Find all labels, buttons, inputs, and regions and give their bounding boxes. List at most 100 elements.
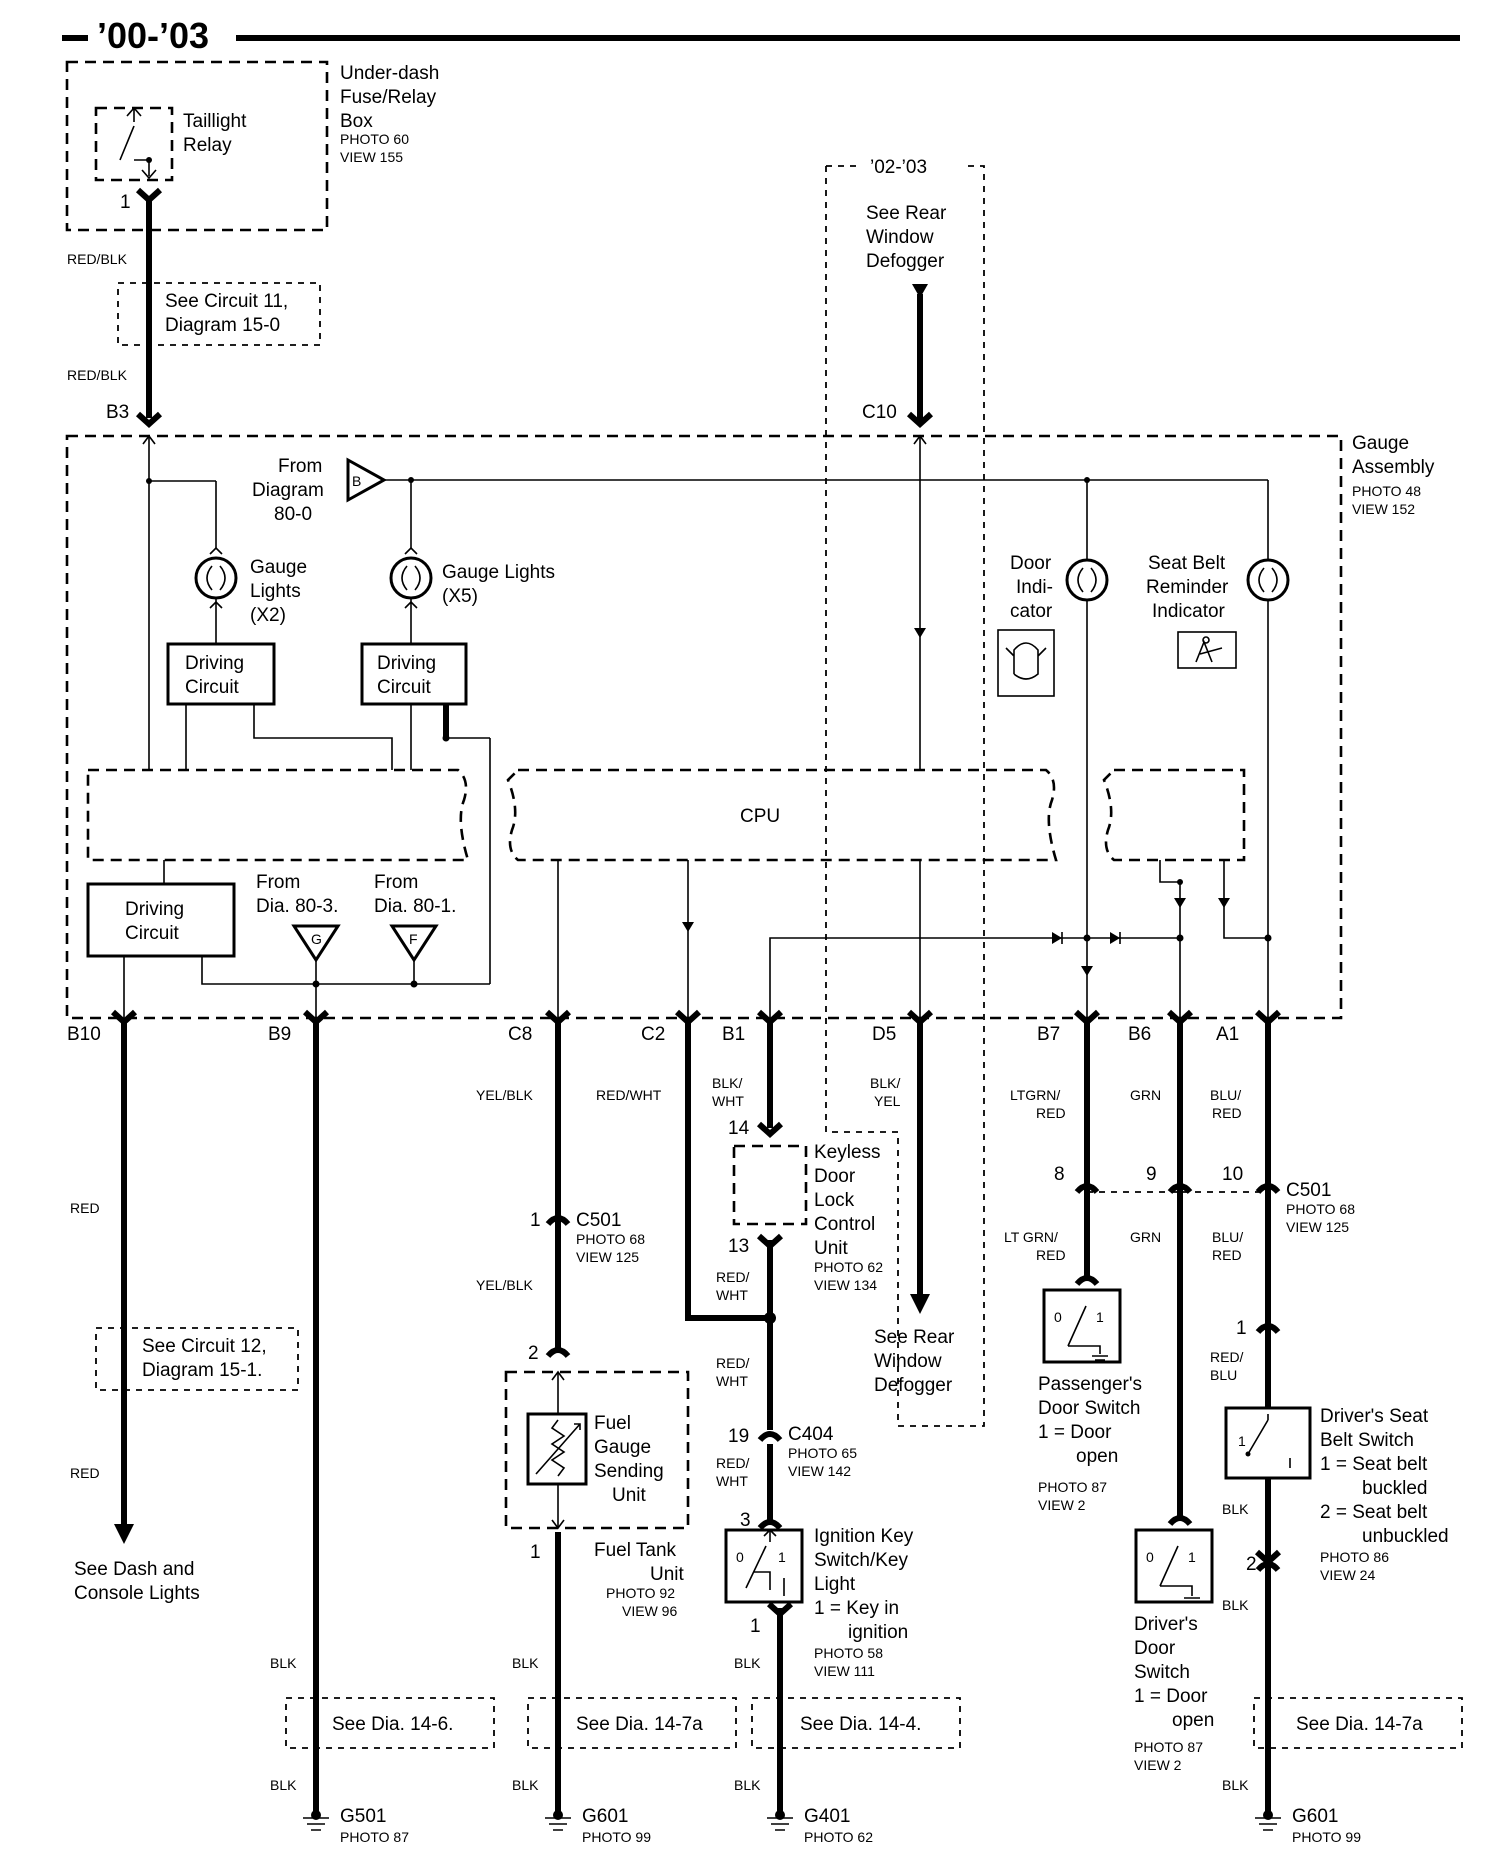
svg-text:See Dia. 14-7a: See Dia. 14-7a xyxy=(576,1714,703,1735)
svg-text:1: 1 xyxy=(1096,1309,1104,1325)
svg-text:1: 1 xyxy=(778,1549,786,1565)
svg-text:F: F xyxy=(409,931,418,947)
svg-text:C501: C501 xyxy=(1286,1180,1331,1201)
svg-text:See Circuit 12,Diagram 15-1.: See Circuit 12,Diagram 15-1. xyxy=(142,1336,267,1381)
svg-text:PHOTO 62: PHOTO 62 xyxy=(804,1829,873,1845)
svg-text:BLK: BLK xyxy=(1222,1777,1249,1793)
svg-text:See Dia. 14-7a: See Dia. 14-7a xyxy=(1296,1714,1423,1735)
svg-text:1: 1 xyxy=(750,1616,761,1637)
svg-text:’02-’03: ’02-’03 xyxy=(870,157,927,178)
svg-text:1: 1 xyxy=(530,1210,541,1231)
svg-text:1: 1 xyxy=(1238,1433,1246,1449)
svg-text:GRN: GRN xyxy=(1130,1087,1161,1103)
svg-text:RED/WHT: RED/WHT xyxy=(716,1455,750,1489)
svg-text:G601: G601 xyxy=(1292,1806,1338,1827)
svg-text:BLK: BLK xyxy=(270,1777,297,1793)
svg-text:G501: G501 xyxy=(340,1806,386,1827)
svg-text:B10: B10 xyxy=(67,1024,101,1045)
svg-text:C404: C404 xyxy=(788,1424,834,1445)
svg-text:2: 2 xyxy=(1246,1554,1257,1575)
svg-text:A1: A1 xyxy=(1216,1024,1239,1045)
svg-text:C10: C10 xyxy=(862,402,897,423)
svg-text:BLU/RED: BLU/RED xyxy=(1210,1087,1242,1121)
svg-text:PHOTO 87: PHOTO 87 xyxy=(340,1829,409,1845)
svg-text:YEL/BLK: YEL/BLK xyxy=(476,1087,533,1103)
svg-text:19: 19 xyxy=(728,1426,749,1447)
svg-text:13: 13 xyxy=(728,1236,749,1257)
wire-b9: BLK See Dia. 14-6. BLK G501 PHOTO 87 xyxy=(270,1022,495,1845)
svg-text:BLK: BLK xyxy=(1222,1501,1249,1517)
svg-text:See Dia. 14-4.: See Dia. 14-4. xyxy=(800,1714,921,1735)
svg-text:1: 1 xyxy=(120,192,131,213)
svg-text:B3: B3 xyxy=(106,402,129,423)
svg-text:RED/BLK: RED/BLK xyxy=(67,367,128,383)
svg-text:PHOTO 99: PHOTO 99 xyxy=(582,1829,651,1845)
diagram-title: ’00-’03 xyxy=(97,15,209,56)
svg-text:B9: B9 xyxy=(268,1024,291,1045)
header: ’00-’03 xyxy=(62,15,1460,56)
svg-text:B: B xyxy=(352,473,361,489)
svg-text:8: 8 xyxy=(1054,1164,1065,1185)
svg-text:C8: C8 xyxy=(508,1024,532,1045)
svg-text:G601: G601 xyxy=(582,1806,628,1827)
svg-text:BLK: BLK xyxy=(734,1655,761,1671)
svg-text:BLK: BLK xyxy=(1222,1597,1249,1613)
svg-text:PHOTO 99: PHOTO 99 xyxy=(1292,1829,1361,1845)
svg-text:LT GRN/RED: LT GRN/RED xyxy=(1004,1229,1066,1263)
svg-text:RED/WHT: RED/WHT xyxy=(596,1087,662,1103)
svg-text:RED/WHT: RED/WHT xyxy=(716,1355,750,1389)
svg-text:14: 14 xyxy=(728,1118,750,1139)
svg-text:C2: C2 xyxy=(641,1024,665,1045)
svg-text:C501: C501 xyxy=(576,1210,621,1231)
svg-text:BLU/RED: BLU/RED xyxy=(1212,1229,1243,1263)
svg-text:G: G xyxy=(311,931,322,947)
svg-text:1: 1 xyxy=(530,1542,541,1563)
svg-text:LTGRN/RED: LTGRN/RED xyxy=(1010,1087,1066,1121)
svg-text:B6: B6 xyxy=(1128,1024,1151,1045)
cpu-label: CPU xyxy=(740,806,780,827)
svg-text:See Dia. 14-6.: See Dia. 14-6. xyxy=(332,1714,453,1735)
svg-text:2: 2 xyxy=(528,1343,539,1364)
svg-text:RED/BLK: RED/BLK xyxy=(67,251,128,267)
svg-text:See Circuit 11,Diagram 15-0: See Circuit 11,Diagram 15-0 xyxy=(165,291,288,336)
svg-text:D5: D5 xyxy=(872,1024,896,1045)
svg-text:YEL/BLK: YEL/BLK xyxy=(476,1277,533,1293)
svg-text:RED/BLU: RED/BLU xyxy=(1210,1349,1244,1383)
svg-text:0: 0 xyxy=(736,1549,744,1565)
svg-text:RED/WHT: RED/WHT xyxy=(716,1269,750,1303)
pin-labels: B10 B9 C8 C2 B1 D5 B7 B6 A1 xyxy=(67,1024,1239,1045)
